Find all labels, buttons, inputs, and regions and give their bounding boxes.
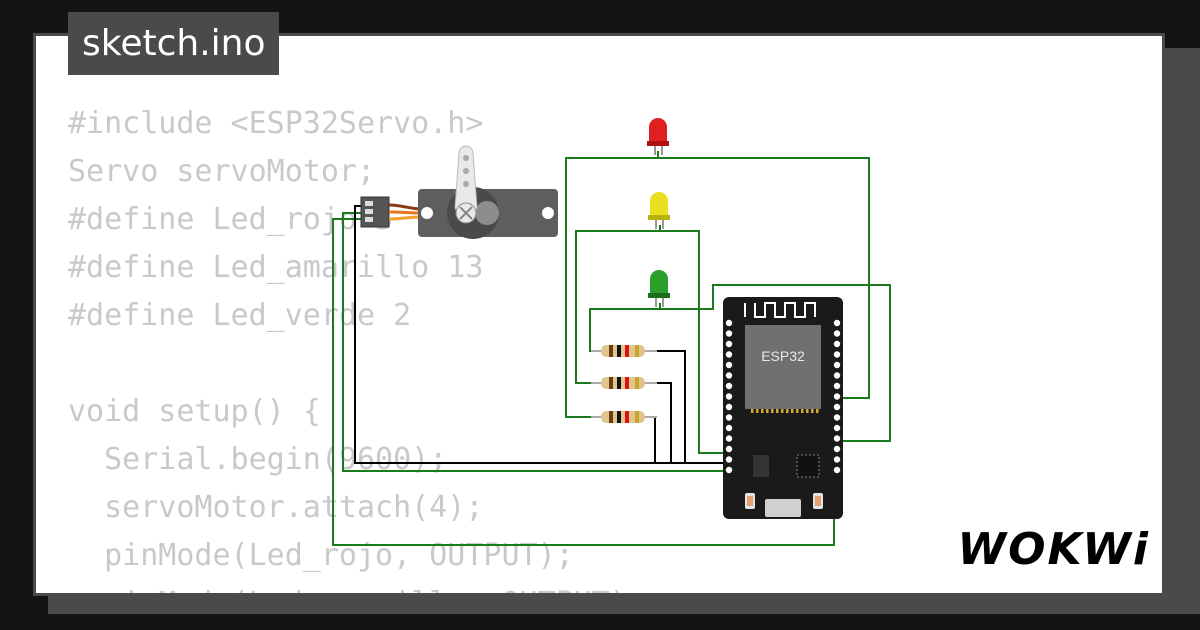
- led-red: [647, 118, 669, 155]
- wire-resistor-3-gnd: [643, 416, 656, 463]
- chip-pad: [811, 409, 814, 413]
- wire-red-led-resistor: [565, 151, 659, 418]
- pin-hole: [833, 382, 841, 390]
- chip-pad: [776, 409, 779, 413]
- pin-hole: [725, 382, 733, 390]
- pin-hole: [833, 372, 841, 379]
- chip-pads: [751, 409, 819, 413]
- code-line: pinMode(Led_rojo, OUTPUT);: [68, 538, 574, 573]
- wire-servo-gnd: [354, 205, 728, 464]
- pin-hole: [833, 340, 841, 348]
- esp32-chip: [745, 325, 821, 409]
- chip-pad: [756, 409, 759, 413]
- code-line: servoMotor.attach(4);: [68, 490, 484, 525]
- pin-hole: [833, 435, 841, 442]
- pin-hole: [833, 456, 841, 463]
- led-green: [648, 270, 670, 307]
- chip-pad: [796, 409, 799, 413]
- wire-resistor-1-gnd: [643, 350, 686, 463]
- wire-yellow-led-resistor: [575, 225, 661, 384]
- servo-motor: [418, 145, 558, 239]
- pin-hole: [833, 445, 841, 453]
- code-preview: #include <ESP32Servo.h> Servo servoMotor;…: [68, 100, 646, 593]
- esp32-board: ESP32: [723, 297, 843, 519]
- green-wires: [332, 151, 891, 546]
- resistor-3: [591, 411, 657, 423]
- chip-pad: [771, 409, 774, 413]
- wokwi-logo: WOKWi: [957, 524, 1150, 575]
- pin-hole: [833, 393, 841, 400]
- pin-hole: [725, 351, 733, 358]
- chip-pad: [791, 409, 794, 413]
- chip-pad: [801, 409, 804, 413]
- pin-hole: [725, 445, 733, 453]
- pin-hole: [833, 414, 841, 421]
- pin-hole: [725, 414, 733, 421]
- pin-hole: [725, 340, 733, 348]
- file-tab[interactable]: sketch.ino: [68, 12, 280, 75]
- wire-servo-signal: [342, 212, 728, 472]
- pin-hole: [725, 435, 733, 442]
- pin-hole: [833, 319, 841, 327]
- code-line: pinMode(Led_amarillo, OUTPUT);: [68, 580, 646, 593]
- code-line: Servo servoMotor;: [68, 154, 376, 189]
- black-wires: [354, 205, 728, 464]
- pin-hole: [833, 466, 841, 474]
- chip-pad: [761, 409, 764, 413]
- circuit-diagram: ESP32: [332, 118, 891, 546]
- pin-hole: [725, 372, 733, 379]
- pin-hole: [725, 456, 733, 463]
- pin-hole: [725, 361, 733, 369]
- pin-header-left: [725, 319, 733, 474]
- pin-hole: [725, 330, 733, 337]
- pin-hole: [725, 393, 733, 400]
- code-line: #define Led_amarillo 13: [68, 250, 484, 285]
- chip-pad: [781, 409, 784, 413]
- pin-hole: [833, 424, 841, 432]
- wire-resistor-2-gnd: [643, 382, 672, 463]
- pin-hole: [725, 466, 733, 474]
- chip-label: ESP32: [761, 348, 805, 364]
- pin-hole: [833, 351, 841, 358]
- led-yellow: [648, 192, 670, 229]
- code-line: void setup() {: [68, 394, 321, 429]
- pin-hole: [725, 403, 733, 411]
- code-line: #define Led_verde 2: [68, 298, 412, 333]
- wire-green-led-resistor: [589, 303, 661, 352]
- pin-header-right: [833, 319, 841, 474]
- code-line: #include <ESP32Servo.h>: [68, 106, 484, 141]
- pin-hole: [833, 330, 841, 337]
- resistor-2: [591, 377, 657, 389]
- resistor-1: [591, 345, 657, 357]
- chip-pad: [751, 409, 754, 413]
- pin-hole: [833, 361, 841, 369]
- pin-hole: [725, 319, 733, 327]
- servo-connector: [360, 196, 424, 228]
- pin-hole: [833, 403, 841, 411]
- pin-hole: [725, 424, 733, 432]
- sketch-card: #include <ESP32Servo.h> Servo servoMotor;…: [33, 33, 1165, 596]
- chip-pad: [786, 409, 789, 413]
- chip-pad: [766, 409, 769, 413]
- chip-pad: [806, 409, 809, 413]
- chip-pad: [816, 409, 819, 413]
